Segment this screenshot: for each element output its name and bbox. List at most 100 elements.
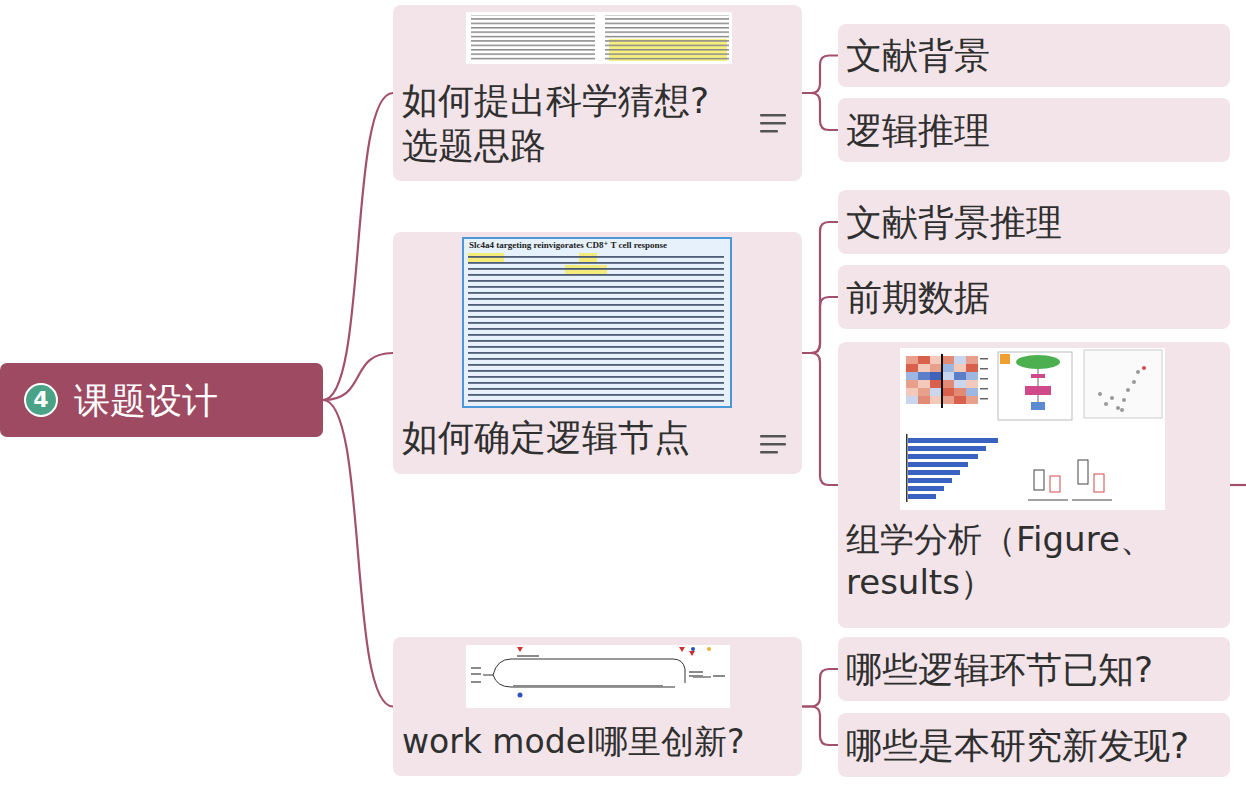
drawing-part xyxy=(518,693,523,698)
drawing-part xyxy=(691,647,695,651)
drawing-part xyxy=(679,647,685,652)
list-icon xyxy=(760,114,786,133)
drawing-part xyxy=(1126,388,1130,392)
drawing-part xyxy=(463,238,731,407)
subtopic-box: 文献背景 xyxy=(838,24,1230,87)
drawing-part xyxy=(930,364,942,372)
branch-topic: Slc4a4 targeting reinvigorates CD8⁺ T ce… xyxy=(393,232,802,474)
topic-text: 组学分析（Figure、results） xyxy=(846,518,1216,603)
drawing-part xyxy=(908,486,944,491)
drawing-part xyxy=(906,356,918,364)
drawing-part xyxy=(954,356,966,364)
drawing-part xyxy=(980,398,988,400)
drawing-part xyxy=(466,645,730,708)
drawing-part xyxy=(980,368,988,370)
heatmap xyxy=(906,354,988,408)
subtopic-box: 前期数据 xyxy=(838,265,1230,329)
drawing-part xyxy=(954,380,966,388)
drawing-part xyxy=(1142,366,1146,370)
drawing-part xyxy=(1098,392,1102,396)
bracket-line xyxy=(802,93,838,130)
drawing-part xyxy=(1084,350,1162,418)
drawing-part xyxy=(930,396,942,404)
drawing-part xyxy=(471,673,481,675)
drawing-part xyxy=(966,364,978,372)
drawing-part xyxy=(930,356,942,364)
drawing-part xyxy=(605,15,729,61)
topic-text: 文献背景 xyxy=(846,33,1222,78)
drawing-part xyxy=(908,470,960,475)
drawing-part xyxy=(1000,354,1010,364)
leader-line xyxy=(1230,484,1246,486)
drawing-part xyxy=(689,675,703,677)
drawing-part xyxy=(1078,460,1088,484)
drawing-part xyxy=(930,388,942,396)
number-badge: 4 xyxy=(24,383,58,417)
drawing-part xyxy=(900,348,1165,510)
drawing-part xyxy=(954,364,966,372)
bar-chart xyxy=(906,434,998,502)
subtopic-box: 哪些逻辑环节已知? xyxy=(838,637,1230,701)
drawing-part xyxy=(1038,369,1039,402)
drawing-part xyxy=(966,372,978,380)
drawing-part xyxy=(980,388,988,390)
drawing-part xyxy=(1122,398,1126,402)
topic-text: 哪些是本研究新发现? xyxy=(846,723,1222,768)
drawing-part xyxy=(918,364,930,372)
drawing-part xyxy=(1025,386,1051,395)
branch-curve xyxy=(323,93,393,400)
topic-text: 如何提出科学猜想? 选题思路 xyxy=(402,78,732,168)
branch-curve xyxy=(323,400,393,707)
drawing-part xyxy=(908,478,952,483)
bracket-line xyxy=(802,669,838,707)
drawing-part xyxy=(713,675,725,677)
topic-text: 文献背景推理 xyxy=(846,200,1222,245)
drawing-part xyxy=(908,438,998,443)
drawing-part xyxy=(689,671,703,673)
drawing-part xyxy=(1016,355,1060,369)
drawing-part xyxy=(1094,474,1104,492)
drawing-part xyxy=(689,651,695,656)
drawing-part xyxy=(966,380,978,388)
drawing-part xyxy=(941,354,943,408)
drawing-part xyxy=(760,130,778,133)
drawing-part xyxy=(466,12,732,64)
topic-text: 前期数据 xyxy=(846,275,1222,320)
model-flow xyxy=(483,659,711,687)
drawing-part xyxy=(954,372,966,380)
drawing-part xyxy=(760,114,786,117)
drawing-part xyxy=(1116,406,1120,410)
drawing-part xyxy=(760,122,786,125)
drawing-part xyxy=(980,378,988,380)
drawing-part xyxy=(966,396,978,404)
drawing-part xyxy=(908,454,978,459)
bracket-line xyxy=(802,56,838,94)
drawing-part xyxy=(918,388,930,396)
drawing-part xyxy=(1136,370,1140,374)
drawing-part xyxy=(471,15,595,61)
drawing-part xyxy=(1120,408,1124,412)
drawing-part xyxy=(918,380,930,388)
drawing-part xyxy=(942,396,954,404)
drawing-part xyxy=(468,255,724,403)
drawing-part xyxy=(930,380,942,388)
drawing-part xyxy=(942,388,954,396)
bracket-line xyxy=(802,353,838,485)
branch-curve xyxy=(323,353,393,400)
drawing-part xyxy=(942,372,954,380)
drawing-part xyxy=(908,462,968,467)
drawing-part xyxy=(966,388,978,396)
drawing-part xyxy=(707,647,711,651)
subtopic-box: 文献背景推理 xyxy=(838,190,1230,254)
drawing-part xyxy=(918,356,930,364)
drawing-part xyxy=(760,443,786,446)
drawing-part xyxy=(685,669,711,683)
bracket-line xyxy=(802,297,838,353)
drawing-part xyxy=(1132,380,1136,384)
drawing-part xyxy=(760,451,778,454)
topic-text: 哪些逻辑环节已知? xyxy=(846,647,1222,692)
drawing-part xyxy=(954,396,966,404)
list-icon xyxy=(760,435,786,454)
